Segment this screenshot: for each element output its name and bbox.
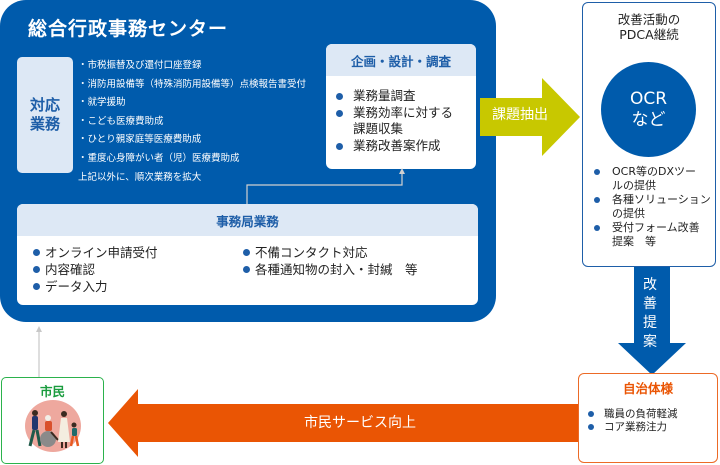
bullet-icon bbox=[243, 249, 250, 256]
secretariat-box: 事務局業務 オンライン申請受付 内容確認 データ入力 不備コンタクト対応 各種通… bbox=[17, 204, 478, 305]
municipality-box bbox=[578, 373, 718, 463]
planning-list: 業務量調査 業務効率に対する 課題収集 業務改善案作成 bbox=[326, 76, 476, 154]
secretariat-list-right: 不備コンタクト対応 各種通知物の封入・封緘 等 bbox=[227, 244, 418, 278]
planning-item-continuation: 課題収集 bbox=[353, 121, 404, 136]
improvement-proposal-arrow bbox=[618, 267, 686, 375]
duties-label: 対応業務 bbox=[29, 96, 60, 133]
municipality-item: コア業務注力 bbox=[582, 421, 716, 434]
pdca-list: OCR等のDXツー ルの提供 各種ソリューション の提供 受付フォーム改善 提案… bbox=[588, 165, 716, 249]
ocr-circle-line2: など bbox=[631, 109, 666, 130]
duty-item: ・重度心身障がい者（児）医療費助成 bbox=[78, 152, 240, 164]
pdca-item: 各種ソリューション bbox=[588, 193, 716, 207]
bullet-icon bbox=[594, 169, 600, 175]
citizens-illustration-icon bbox=[25, 400, 81, 452]
planning-item: 業務改善案作成 bbox=[334, 138, 476, 155]
duties-label-box: 対応業務 bbox=[17, 57, 73, 173]
bullet-icon bbox=[588, 411, 594, 417]
issue-extraction-label: 課題抽出 bbox=[492, 107, 548, 123]
bullet-icon bbox=[336, 93, 343, 100]
ocr-circle-line1: OCR bbox=[629, 88, 668, 109]
bullet-icon bbox=[33, 266, 40, 273]
secretariat-item: データ入力 bbox=[17, 278, 158, 295]
secretariat-list-left: オンライン申請受付 内容確認 データ入力 bbox=[17, 244, 158, 295]
bullet-icon bbox=[336, 142, 343, 150]
improvement-proposal-label: 改 善 提 案 bbox=[643, 277, 657, 350]
planning-item: 業務効率に対する bbox=[334, 105, 476, 122]
duty-item: ・こども医療費助成 bbox=[78, 115, 164, 127]
secretariat-item: 各種通知物の封入・封緘 等 bbox=[227, 261, 418, 278]
secretariat-item: 内容確認 bbox=[17, 261, 158, 278]
planning-item: 業務量調査 bbox=[334, 88, 476, 105]
duty-item: ・市税振替及び還付口座登録 bbox=[78, 60, 202, 71]
duty-note: 上記以外に、順次業務を拡大 bbox=[78, 171, 202, 183]
citizen-title: 市民 bbox=[39, 384, 65, 399]
duty-item: ・ひとり親家庭等医療費助成 bbox=[78, 134, 202, 146]
pdca-item-continuation: 提案 等 bbox=[612, 235, 656, 248]
municipality-item: 職員の負荷軽減 bbox=[582, 408, 716, 421]
municipality-title: 自治体様 bbox=[622, 381, 673, 396]
secretariat-item: 不備コンタクト対応 bbox=[227, 244, 418, 261]
duty-item: ・就学援助 bbox=[78, 97, 126, 109]
planning-header: 企画・設計・調査 bbox=[326, 44, 476, 76]
pdca-title: 改善活動の PDCA継続 bbox=[617, 12, 681, 42]
pdca-item-continuation: ルの提供 bbox=[612, 179, 656, 192]
bullet-icon bbox=[594, 225, 600, 231]
secretariat-header: 事務局業務 bbox=[17, 204, 478, 236]
pdca-item: OCR等のDXツー bbox=[588, 165, 716, 179]
duty-item: ・消防用設備等（特殊消防用設備等）点検報告書受付 bbox=[78, 78, 307, 90]
secretariat-item: オンライン申請受付 bbox=[17, 244, 158, 261]
bullet-icon bbox=[594, 197, 600, 203]
bullet-icon bbox=[33, 283, 40, 290]
pdca-item: 受付フォーム改善 bbox=[588, 221, 716, 235]
pdca-item-continuation: の提供 bbox=[612, 207, 645, 220]
bullet-icon bbox=[588, 424, 594, 430]
citizen-service-label: 市民サービス向上 bbox=[304, 415, 416, 431]
issue-extraction-arrow bbox=[480, 78, 580, 156]
duties-list: ・市税振替及び還付口座登録 ・消防用設備等（特殊消防用設備等）点検報告書受付 ・… bbox=[78, 57, 328, 187]
center-title: 総合行政事務センター bbox=[28, 18, 229, 40]
citizen-service-arrow bbox=[108, 389, 578, 457]
citizen-arrowhead-icon bbox=[36, 326, 42, 332]
municipality-list: 職員の負荷軽減 コア業務注力 bbox=[582, 408, 716, 434]
ocr-circle: OCR など bbox=[601, 62, 696, 157]
bullet-icon bbox=[33, 249, 40, 256]
bullet-icon bbox=[336, 109, 343, 117]
bullet-icon bbox=[243, 266, 250, 273]
planning-box: 企画・設計・調査 業務量調査 業務効率に対する 課題収集 業務改善案作成 bbox=[326, 44, 476, 169]
